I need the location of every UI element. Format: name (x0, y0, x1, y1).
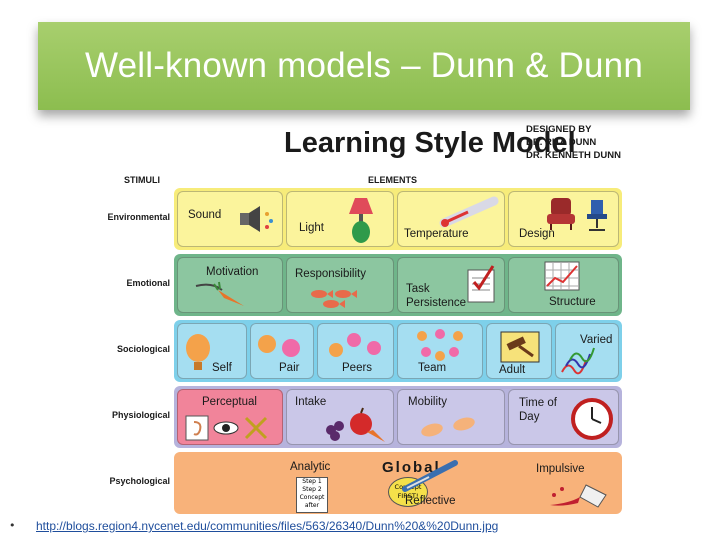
stimulus-emotional: Emotional (126, 278, 170, 288)
element-label: Responsibility (295, 268, 366, 280)
element-label: Light (299, 222, 324, 234)
element-pair: Pair (250, 323, 314, 379)
element-label: Design (519, 228, 555, 240)
element-structure: Structure (508, 257, 619, 313)
elements-header: ELEMENTS (368, 175, 418, 185)
element-adult: Adult (486, 323, 552, 379)
chairs-icon (547, 198, 607, 231)
element-self: Self (177, 323, 247, 379)
element-design: Design (508, 191, 619, 247)
grid-chart-icon (544, 261, 580, 291)
row-physiological: Perceptual Intake Mobility Time of Day (174, 386, 622, 448)
lamp-icon (349, 198, 373, 243)
slide-title-bar: Well-known models – Dunn & Dunn (38, 22, 690, 110)
element-label: Varied (580, 334, 613, 346)
footer: • http://blogs.region4.nycenet.edu/commu… (0, 516, 728, 536)
element-analytic: Analytic Step 1 Step 2 Concept after (286, 455, 394, 513)
element-label: Task Persistence (406, 283, 467, 309)
element-label: Mobility (408, 396, 447, 408)
element-perceptual: Perceptual (177, 389, 283, 445)
stimulus-sociological: Sociological (116, 344, 170, 354)
element-mobility: Mobility (397, 389, 505, 445)
thermometer-icon (402, 460, 458, 492)
element-label: Self (212, 362, 232, 374)
analytic-step: Step 2 (302, 486, 322, 493)
gavel-icon (500, 331, 540, 363)
badge-line: FIRST! (397, 492, 419, 500)
element-label: Temperature (404, 228, 469, 240)
row-sociological: Self Pair Peers Team Adult (174, 320, 622, 382)
element-label: Motivation (206, 266, 259, 278)
element-label: Analytic (290, 461, 331, 473)
row-environmental: Sound Light Temperature Design (174, 188, 622, 250)
pair-icon (258, 335, 300, 357)
analytic-step: Concept after (299, 494, 325, 509)
designers-line: DESIGNED BY (526, 124, 592, 135)
food-icon (326, 407, 385, 442)
element-label: Peers (342, 362, 373, 374)
element-label: Adult (499, 364, 526, 376)
element-team: Team (397, 323, 483, 379)
element-varied: Varied (555, 323, 619, 379)
carrot-icon (195, 281, 244, 306)
element-label: Team (418, 362, 447, 374)
checklist-icon (467, 265, 495, 303)
element-label: Perceptual (202, 396, 257, 408)
source-link[interactable]: http://blogs.region4.nycenet.edu/communi… (36, 519, 499, 533)
peers-icon (329, 333, 381, 357)
bullet-point: • (9, 519, 16, 532)
element-intake: Intake (286, 389, 394, 445)
stimulus-environmental: Environmental (107, 212, 170, 222)
designers-line: DR. KENNETH DUNN (526, 150, 621, 161)
element-label: Sound (188, 209, 222, 221)
stimulus-psychological: Psychological (109, 476, 170, 486)
element-label: Impulsive (536, 463, 585, 475)
senses-icon (185, 415, 268, 441)
element-reflective: Reflective (397, 455, 619, 511)
element-label: Pair (279, 362, 300, 374)
spilled-cup-icon (550, 484, 607, 508)
element-responsibility: Responsibility (286, 257, 394, 313)
element-motivation: Motivation (177, 257, 283, 313)
thermometer-icon (439, 196, 499, 228)
footprints-icon (421, 417, 475, 437)
team-icon (417, 329, 463, 361)
stimulus-physiological: Physiological (111, 410, 170, 420)
element-label: Time of Day (519, 397, 557, 423)
element-task-persistence: Task Persistence (397, 257, 505, 313)
model-title: Learning Style Model (284, 127, 576, 159)
clock-icon (571, 398, 613, 440)
element-impulsive: Impulsive (508, 455, 619, 511)
stimuli-header: STIMULI (124, 175, 160, 185)
slide-title: Well-known models – Dunn & Dunn (84, 46, 644, 85)
speaker-icon (240, 206, 273, 232)
element-label: Structure (549, 296, 596, 308)
analytic-step: Step 1 (302, 478, 322, 485)
element-peers: Peers (317, 323, 394, 379)
element-light: Light (286, 191, 394, 247)
designers-line: DR. RITA DUNN (526, 137, 597, 148)
element-label: Reflective (405, 495, 456, 507)
element-label: Intake (295, 396, 327, 408)
row-emotional: Motivation Responsibility Task Persisten… (174, 254, 622, 316)
element-label: Global (382, 459, 441, 476)
element-temperature: Temperature (397, 191, 505, 247)
element-time-of-day: Time of Day (508, 389, 619, 445)
learning-style-model-diagram: Learning Style Model DESIGNED BY DR. RIT… (106, 115, 626, 515)
designers-block: DESIGNED BY DR. RITA DUNN DR. KENNETH DU… (526, 123, 621, 162)
analytic-steps-card: Step 1 Step 2 Concept after (296, 477, 328, 513)
varied-icon (561, 347, 595, 375)
element-sound: Sound (177, 191, 283, 247)
person-icon (186, 334, 210, 370)
fish-icon (311, 290, 357, 308)
row-psychological: Analytic Step 1 Step 2 Concept after Glo… (174, 452, 622, 514)
